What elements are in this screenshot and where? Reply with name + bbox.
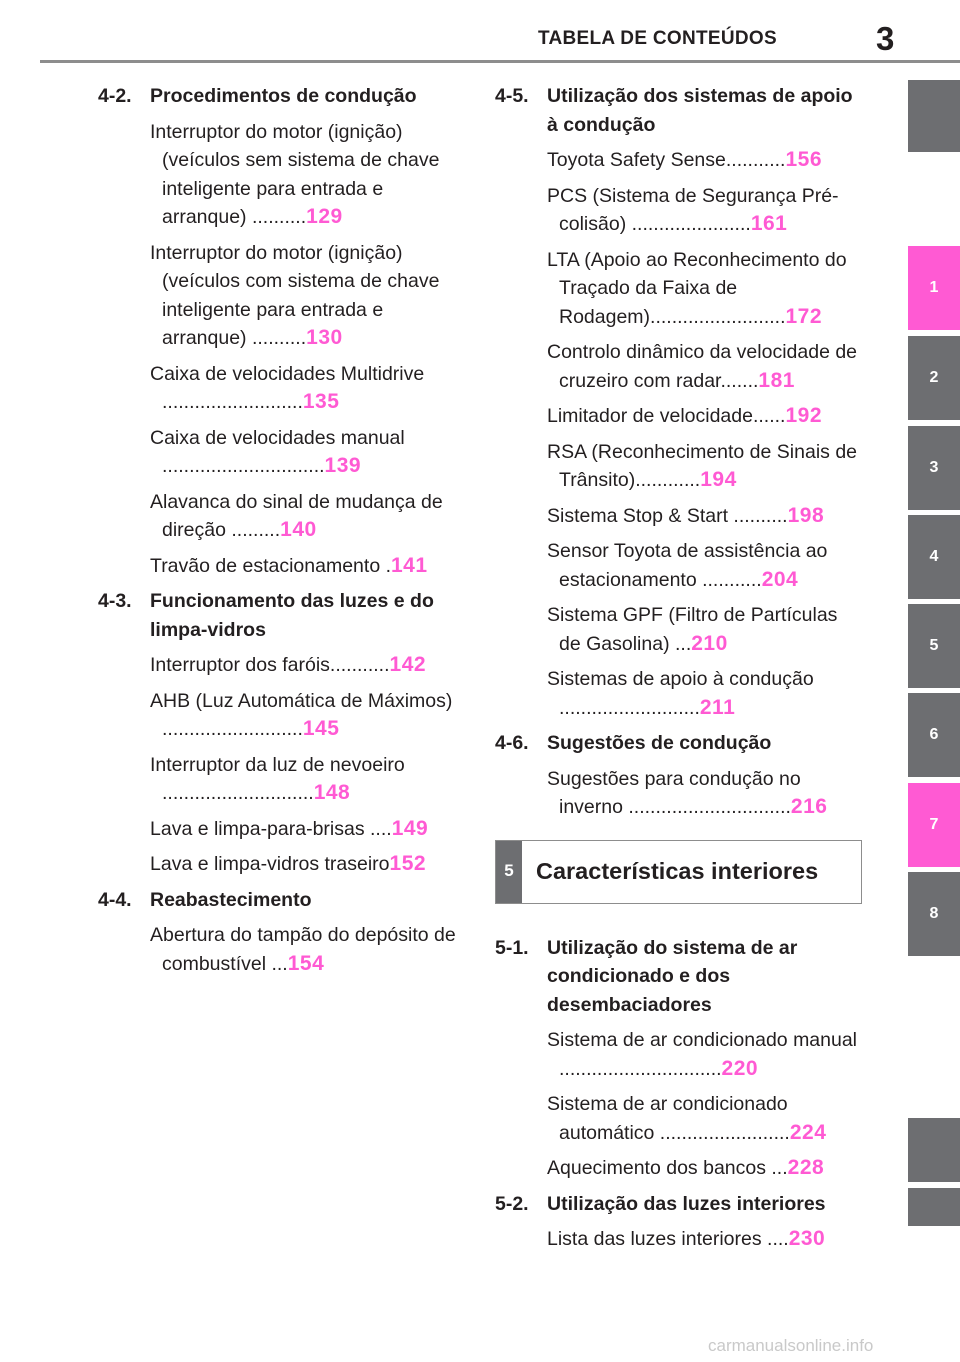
page-ref[interactable]: 220 (721, 1056, 759, 1080)
section-number: 4-3. (98, 590, 132, 612)
chapter-tab-blank-top[interactable] (908, 80, 960, 152)
toc-entry[interactable]: Controlo dinâmico da velocidade de cruze… (547, 341, 858, 392)
section-title: Utilização do sistema de ar condicionado… (547, 936, 798, 1016)
toc-entry[interactable]: Sugestões para condução no inverno .....… (547, 767, 828, 819)
page-ref[interactable]: 139 (324, 454, 362, 477)
chapter-tab-6[interactable]: 6 (908, 693, 960, 777)
section-heading: 4-2. Procedimentos de condução (98, 82, 463, 111)
toc-left-column: 4-2. Procedimentos de condução Interrupt… (98, 78, 463, 985)
toc-entry[interactable]: Sistemas de apoio à condução ...........… (547, 668, 814, 719)
page-ref[interactable]: 130 (306, 326, 343, 349)
page-ref[interactable]: 198 (787, 503, 825, 527)
toc-entry[interactable]: Interruptor do motor (ignição) (veículos… (150, 241, 440, 350)
chapter-tab-1[interactable]: 1 (908, 246, 960, 330)
chapter-title: Características interiores (536, 858, 819, 885)
watermark: carmanualsonline.info (708, 1336, 874, 1355)
chapter-tab-blank-lower-2[interactable] (908, 1188, 960, 1226)
section-heading: 5-2. Utilização das luzes interiores (495, 1190, 862, 1219)
toc-entry[interactable]: LTA (Apoio ao Reconhecimento do Traçado … (547, 248, 847, 328)
page-ref[interactable]: 154 (287, 951, 325, 975)
page-ref[interactable]: 152 (389, 852, 427, 875)
section-heading: 4-4. Reabastecimento (98, 886, 463, 915)
toc-entry[interactable]: Sistema de ar condicionado manual ......… (547, 1029, 858, 1080)
section-heading: 4-5. Utilização dos sistemas de apoio à … (495, 82, 862, 139)
page-ref[interactable]: 149 (391, 816, 429, 840)
page-ref[interactable]: 181 (758, 368, 795, 392)
page-ref[interactable]: 204 (761, 567, 799, 591)
chapter-tab-8[interactable]: 8 (908, 872, 960, 956)
toc-entry[interactable]: PCS (Sistema de Segurança Pré-colisão) .… (547, 184, 839, 236)
toc-entry[interactable]: Travão de estacionamento .141 (150, 553, 428, 577)
page-ref[interactable]: 172 (785, 304, 823, 328)
section-number: 4-6. (495, 732, 529, 754)
section-number: 4-2. (98, 85, 132, 107)
page-ref[interactable]: 194 (700, 468, 737, 491)
toc-entry[interactable]: Lista das luzes interiores ....230 (547, 1227, 826, 1250)
section-title: Procedimentos de condução (150, 85, 417, 107)
section-heading: 4-6. Sugestões de condução (495, 729, 862, 758)
header-rule (40, 60, 960, 63)
section-number: 5-2. (495, 1192, 529, 1215)
page-ref[interactable]: 141 (391, 553, 428, 577)
toc-entry[interactable]: Sistema de ar condicionado automático ..… (547, 1093, 827, 1144)
page-ref[interactable]: 145 (302, 717, 340, 740)
page-ref[interactable]: 230 (788, 1227, 826, 1250)
toc-entry[interactable]: Sistema Stop & Start ..........198 (547, 503, 825, 527)
chapter-tab-2[interactable]: 2 (908, 336, 960, 420)
page-ref[interactable]: 129 (306, 205, 343, 228)
section-number: 5-1. (495, 936, 529, 959)
toc-right-column: 4-5. Utilização dos sistemas de apoio à … (495, 78, 862, 1261)
section-heading: 4-3. Funcionamento das luzes e do limpa-… (98, 587, 463, 644)
section-title: Utilização das luzes interiores (547, 1192, 826, 1215)
section-number: 4-5. (495, 85, 529, 107)
toc-entry[interactable]: Alavanca do sinal de mudança de direção … (150, 490, 443, 542)
toc-entry[interactable]: Interruptor do motor (ignição) (veículos… (150, 120, 440, 229)
chapter-heading-box: 5 Características interiores (495, 839, 862, 904)
page-ref[interactable]: 210 (691, 631, 728, 655)
toc-entry[interactable]: Lava e limpa-para-brisas ....149 (150, 816, 429, 840)
page-ref[interactable]: 224 (789, 1120, 827, 1144)
toc-entry[interactable]: Caixa de velocidades manual ............… (150, 426, 405, 478)
toc-entry[interactable]: RSA (Reconhecimento de Sinais de Trânsit… (547, 440, 858, 492)
section-heading: 5-1. Utilização do sistema de ar condici… (495, 934, 862, 1020)
section-title: Sugestões de condução (547, 732, 772, 754)
toc-entry[interactable]: AHB (Luz Automática de Máximos) ........… (150, 689, 453, 741)
page-ref[interactable]: 216 (790, 795, 828, 818)
page-ref[interactable]: 161 (750, 212, 788, 235)
toc-entry[interactable]: Limitador de velocidade......192 (547, 404, 823, 427)
section-title: Reabastecimento (150, 888, 312, 911)
chapter-number: 5 (496, 840, 522, 903)
page-ref[interactable]: 228 (787, 1156, 825, 1179)
section-title: Utilização dos sistemas de apoio à condu… (547, 85, 853, 136)
page-ref[interactable]: 211 (699, 695, 736, 719)
section-number: 4-4. (98, 888, 132, 911)
toc-entry[interactable]: Interruptor da luz de nevoeiro .........… (150, 753, 405, 805)
page-number: 3 (876, 20, 895, 57)
chapter-tab-5[interactable]: 5 (908, 604, 960, 688)
toc-entry[interactable]: Aquecimento dos bancos ...228 (547, 1156, 825, 1179)
section-title: Funcionamento das luzes e do limpa-vidro… (150, 590, 434, 641)
page-ref[interactable]: 156 (785, 148, 823, 171)
toc-entry[interactable]: Lava e limpa-vidros traseiro152 (150, 852, 427, 875)
toc-entry[interactable]: Sistema GPF (Filtro de Partículas de Gas… (547, 604, 838, 655)
page-ref[interactable]: 135 (302, 390, 340, 413)
toc-entry[interactable]: Abertura do tampão do depósito de combus… (150, 924, 456, 975)
page-ref[interactable]: 192 (785, 404, 823, 427)
chapter-tabs: 1 2 3 4 5 6 7 8 (908, 0, 960, 1362)
page-ref[interactable]: 148 (313, 781, 351, 804)
chapter-tab-7[interactable]: 7 (908, 783, 960, 867)
toc-entry[interactable]: Interruptor dos faróis...........142 (150, 653, 427, 676)
page-ref[interactable]: 140 (280, 518, 317, 541)
chapter-tab-4[interactable]: 4 (908, 515, 960, 599)
toc-entry[interactable]: Toyota Safety Sense...........156 (547, 148, 823, 171)
page-ref[interactable]: 142 (389, 653, 427, 676)
chapter-tab-3[interactable]: 3 (908, 426, 960, 510)
chapter-tab-blank-lower-1[interactable] (908, 1118, 960, 1182)
toc-entry[interactable]: Sensor Toyota de assistência ao estacion… (547, 540, 828, 591)
toc-entry[interactable]: Caixa de velocidades Multidrive ........… (150, 362, 425, 414)
header-title: TABELA DE CONTEÚDOS (538, 28, 777, 49)
